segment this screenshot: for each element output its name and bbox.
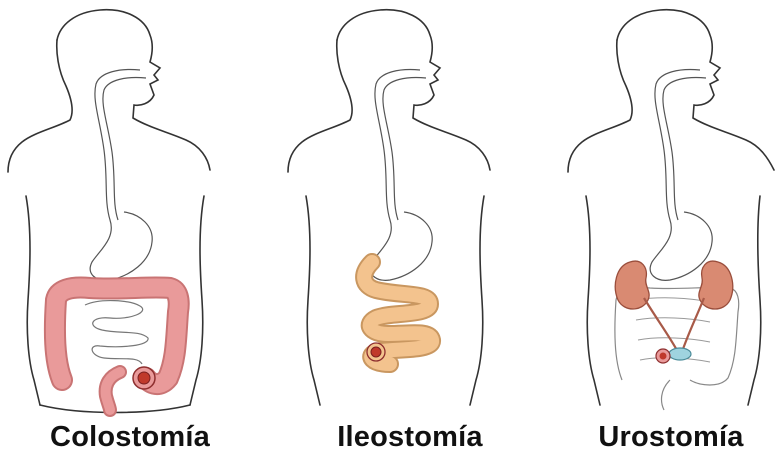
small-intestine — [85, 301, 148, 364]
colostomy-figure — [0, 0, 260, 420]
panel-label: Colostomía — [0, 421, 260, 454]
stoma-icon — [367, 343, 385, 361]
ileostomy-panel: Ileostomía — [280, 0, 540, 459]
stoma-bag-icon — [669, 348, 691, 360]
right-kidney — [699, 261, 733, 309]
panel-label: Ileostomía — [280, 421, 540, 454]
urostomy-figure — [560, 0, 782, 420]
stoma-icon — [133, 367, 155, 389]
left-kidney — [615, 261, 649, 309]
ureters — [644, 298, 704, 352]
urostomy-panel: Urostomía — [560, 0, 782, 459]
stoma-icon — [656, 349, 670, 363]
digestive-tract — [370, 70, 432, 281]
ileostomy-figure — [280, 0, 540, 420]
colostomy-panel: Colostomía — [0, 0, 260, 459]
body-outline — [568, 10, 774, 405]
kidneys — [615, 261, 732, 309]
colon — [55, 287, 179, 410]
panel-label: Urostomía — [560, 421, 782, 454]
digestive-tract — [90, 70, 152, 281]
